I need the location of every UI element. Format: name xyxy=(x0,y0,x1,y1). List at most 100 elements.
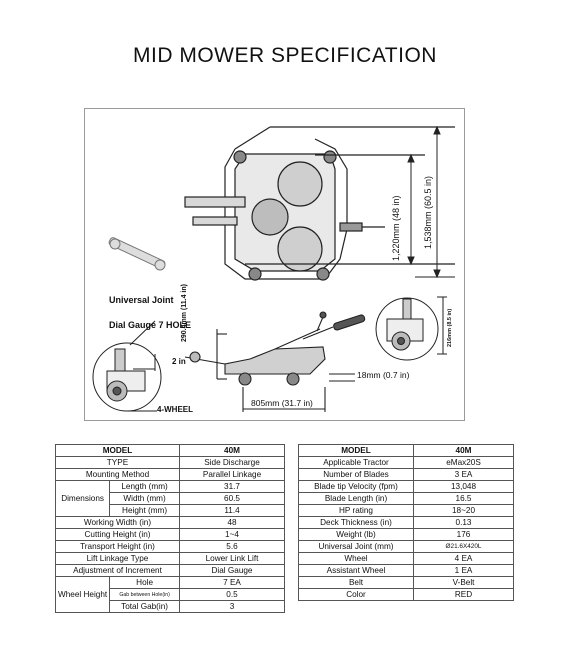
table-row: Mounting Method Parallel Linkage xyxy=(55,468,285,481)
table-header-cell: 40M xyxy=(179,444,285,457)
table-cell: RED xyxy=(413,588,514,601)
length-dimension-label: 805mm (31.7 in) xyxy=(251,398,313,408)
table-group-cell: Dimensions xyxy=(54,480,111,517)
table-cell: 60.5 xyxy=(179,492,285,505)
table-cell: 7 EA xyxy=(179,576,285,589)
table-row: Lift Linkage Type Lower Link Lift xyxy=(55,552,285,565)
table-cell: eMax20S xyxy=(413,456,514,469)
table-cell: Hole xyxy=(109,576,180,589)
table-cell: Weight (lb) xyxy=(298,528,414,541)
table-cell: Wheel xyxy=(298,552,414,565)
table-group-cell: Wheel Height xyxy=(54,576,111,613)
table-cell: Universal Joint (mm) xyxy=(298,540,414,553)
table-cell: Adjustment of Increment xyxy=(55,564,180,577)
table-cell: 48 xyxy=(179,516,285,529)
table-cell: 18~20 xyxy=(413,504,514,517)
table-row: Total Gab(in) 3 xyxy=(56,600,285,613)
table-cell: Length (mm) xyxy=(109,480,180,493)
table-header-cell: MODEL xyxy=(298,444,414,457)
table-cell: 16.5 xyxy=(413,492,514,505)
spec-table-left: MODEL 40M TYPE Side Discharge Mounting M… xyxy=(54,444,285,613)
table-cell: Applicable Tractor xyxy=(298,456,414,469)
mower-drawing xyxy=(92,125,455,412)
table-cell: Cutting Height (in) xyxy=(55,528,180,541)
table-cell: 5.6 xyxy=(179,540,285,553)
width-1220-label: 1,220mm (48 in) xyxy=(391,195,401,261)
table-row: Transport Height (in) 5.6 xyxy=(55,540,285,553)
table-header-cell: 40M xyxy=(413,444,514,457)
table-cell: Side Discharge xyxy=(179,456,285,469)
table-row: Blade tip Velocity (fpm)13,048 xyxy=(298,480,514,493)
table-cell: 0.13 xyxy=(413,516,514,529)
table-row: Height (mm) 11.4 xyxy=(56,504,285,517)
table-cell: 1 EA xyxy=(413,564,514,577)
table-row: Gab between Hole(in) 0.5 xyxy=(56,588,285,601)
width-1538-label: 1,538mm (60.5 in) xyxy=(423,175,433,249)
table-cell: 0.5 xyxy=(179,588,285,601)
table-row: Weight (lb)176 xyxy=(298,528,514,541)
table-cell: Lower Link Lift xyxy=(179,552,285,565)
table-cell: Dial Gauge xyxy=(179,564,285,577)
table-cell: TYPE xyxy=(55,456,180,469)
table-cell: 4 EA xyxy=(413,552,514,565)
table-cell: 31.7 xyxy=(179,480,285,493)
wheel-inset xyxy=(92,320,162,412)
table-header-cell: MODEL xyxy=(55,444,180,457)
universal-joint-label: Universal Joint xyxy=(109,295,174,305)
table-cell: Ø21.6X420L xyxy=(413,540,514,553)
height-dimension-label: 290.4mm (11.4 in) xyxy=(181,284,188,342)
table-row: Universal Joint (mm)Ø21.6X420L xyxy=(298,540,514,553)
table-cell: Width (mm) xyxy=(109,492,180,505)
table-cell: Blade tip Velocity (fpm) xyxy=(298,480,414,493)
table-cell: Transport Height (in) xyxy=(55,540,180,553)
table-cell: 3 xyxy=(179,600,285,613)
table-row: Wheel Height Hole 7 EA xyxy=(54,576,285,613)
dial-gauge-label: Dial Gauge 7 HOLE xyxy=(109,320,192,330)
table-row: Cutting Height (in) 1~4 xyxy=(55,528,285,541)
table-cell: Deck Thickness (in) xyxy=(298,516,414,529)
table-row: Adjustment of Increment Dial Gauge xyxy=(55,564,285,577)
table-cell: 13,048 xyxy=(413,480,514,493)
table-cell: Parallel Linkage xyxy=(179,468,285,481)
table-cell: Lift Linkage Type xyxy=(55,552,180,565)
table-cell: Color xyxy=(298,588,414,601)
table-cell: HP rating xyxy=(298,504,414,517)
page-title: MID MOWER SPECIFICATION xyxy=(133,44,437,67)
table-cell: 1~4 xyxy=(179,528,285,541)
table-row: Deck Thickness (in)0.13 xyxy=(298,516,514,529)
table-cell: Gab between Hole(in) xyxy=(109,588,180,601)
table-row: MODEL 40M xyxy=(55,444,285,457)
table-cell: Number of Blades xyxy=(298,468,414,481)
table-cell: 11.4 xyxy=(179,504,285,517)
table-cell: Mounting Method xyxy=(55,468,180,481)
table-row: MODEL 40M xyxy=(298,444,514,457)
table-row: TYPE Side Discharge xyxy=(55,456,285,469)
two-inch-label: 2 in xyxy=(172,357,186,366)
table-cell: 176 xyxy=(413,528,514,541)
table-row: Working Width (in) 48 xyxy=(55,516,285,529)
table-cell: 3 EA xyxy=(413,468,514,481)
gap-dimension-label: 18mm (0.7 in) xyxy=(357,370,410,380)
table-cell: Assistant Wheel xyxy=(298,564,414,577)
table-cell: Total Gab(in) xyxy=(109,600,180,613)
side-view xyxy=(184,311,366,412)
mower-diagram: Universal Joint Dial Gauge 7 HOLE 4-WHEE… xyxy=(84,108,465,421)
table-row: Blade Length (in)16.5 xyxy=(298,492,514,505)
blade-inset xyxy=(375,296,447,361)
blade-height-label: 216mm (8.5 in) xyxy=(447,308,453,347)
table-cell: V-Belt xyxy=(413,576,514,589)
table-cell: Blade Length (in) xyxy=(298,492,414,505)
universal-joint-drawing xyxy=(108,237,166,271)
table-row: Dimensions Length (mm) 31.7 xyxy=(54,480,285,517)
table-cell: Height (mm) xyxy=(109,504,180,517)
table-cell: Working Width (in) xyxy=(55,516,180,529)
dimension-lines xyxy=(407,125,455,279)
wheel-note-label: 4-WHEEL xyxy=(157,405,193,414)
